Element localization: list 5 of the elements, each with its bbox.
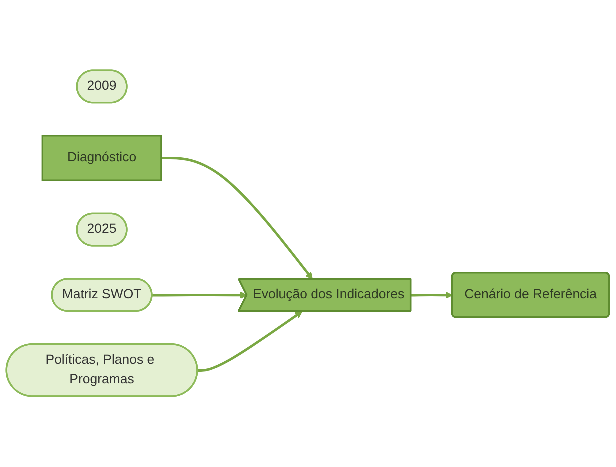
- arrow: [198, 311, 303, 372]
- arrow: [161, 157, 313, 280]
- node-box: Diagnóstico: [42, 135, 162, 182]
- arrow: [411, 292, 453, 300]
- arrow: [152, 292, 248, 300]
